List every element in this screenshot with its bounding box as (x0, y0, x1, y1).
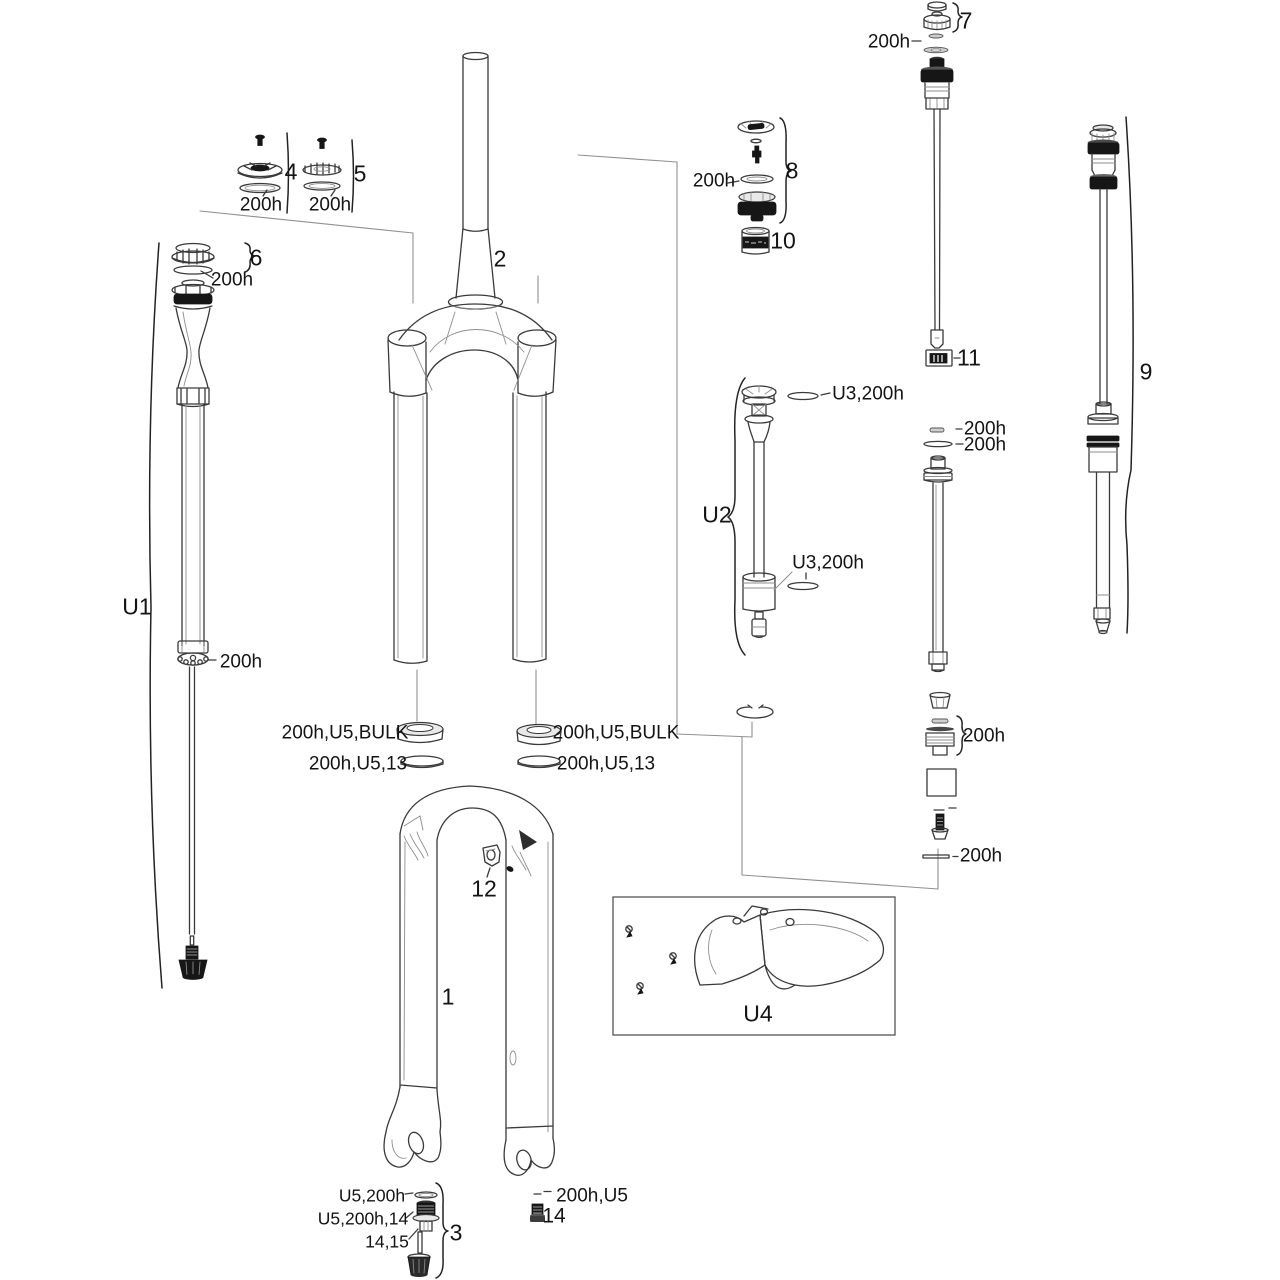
crown-bolt-label-3: 14,15 (365, 1231, 409, 1252)
part1-number: 1 (441, 983, 455, 1010)
dust-seal-left (396, 721, 444, 744)
part14-number: 14 (542, 1204, 566, 1228)
u3-piston-seal-label: U3,200h (792, 552, 864, 574)
foam-ring-left (400, 755, 444, 769)
air-shaft (923, 455, 953, 673)
part6-seal-label: 200h (210, 269, 254, 291)
u4-assembly-label: U4 (743, 1000, 773, 1027)
part11-number: 11 (957, 344, 981, 371)
shaft-clamp-part11 (925, 349, 961, 367)
dust-seal-left-label: 200h,U5,BULK (281, 722, 409, 744)
leader-lines (199, 154, 939, 890)
air-shaft-seal-stack-label: 200h (962, 725, 1006, 747)
air-shaft-seal-upper-label: 200h (963, 418, 1007, 440)
fender-screw (669, 952, 677, 965)
u4-fender-kit (612, 896, 896, 1036)
part7-number: 7 (959, 7, 973, 34)
part5-seal-label: 200h (308, 194, 352, 216)
foam-ring-right (517, 755, 561, 769)
u1-assembly-label: U1 (122, 593, 152, 620)
u3-top-seal-label: U3,200h (832, 383, 904, 405)
dust-seal-right (516, 723, 562, 746)
part5-number: 5 (353, 160, 367, 187)
air-shaft-seal-stack (922, 691, 967, 859)
u1-mid-seal-label: 200h (219, 651, 263, 673)
air-valve-part8 (727, 117, 792, 224)
cable-guide-part12 (482, 844, 514, 878)
u2-assembly-label: U2 (702, 501, 732, 528)
foam-ring-left-label: 200h,U5,13 (308, 753, 408, 775)
snap-ring (736, 704, 774, 719)
crown-bolt-label-2: U5,200h,14 (317, 1208, 409, 1229)
part2-number: 2 (493, 245, 507, 272)
part7-seal-label: 200h (867, 31, 911, 53)
part8-number: 8 (785, 157, 799, 184)
fender-screw (625, 925, 633, 938)
part10-number: 10 (770, 227, 796, 254)
part9-number: 9 (1139, 358, 1153, 385)
crown-bolt-label-1: U5,200h (338, 1185, 406, 1206)
foam-ring-right-label: 200h,U5,13 (556, 753, 656, 775)
air-shaft-seal-lower-label: 200h (963, 434, 1007, 456)
dust-seal-right-label: 200h,U5,BULK (552, 722, 680, 744)
grease-jar-part10 (741, 226, 770, 255)
part12-number: 12 (471, 875, 497, 902)
part8-seal-label: 200h (692, 170, 736, 192)
shim-rod-label: 200h (959, 845, 1003, 867)
crown-steerer-unit (387, 51, 557, 664)
top-cap-part5 (302, 137, 355, 213)
part4-number: 4 (284, 158, 298, 185)
u2-air-spring (727, 377, 831, 656)
crown-bolt-group (404, 1182, 449, 1279)
u1-damper-assembly (148, 242, 256, 989)
top-cap-part4 (237, 132, 290, 214)
part3-number: 3 (449, 1219, 463, 1246)
part4-seal-label: 200h (239, 194, 283, 216)
right-damper-part9 (1086, 116, 1134, 635)
air-shaft-seals-upper (923, 427, 964, 448)
part6-number: 6 (249, 244, 263, 271)
lower-legs (383, 785, 556, 1176)
pinch-screw-label: 200h,U5 (556, 1185, 628, 1207)
pinch-screw-part14 (530, 1190, 552, 1222)
top-adjuster-part7 (911, 1, 963, 349)
fender-screw (636, 982, 644, 995)
